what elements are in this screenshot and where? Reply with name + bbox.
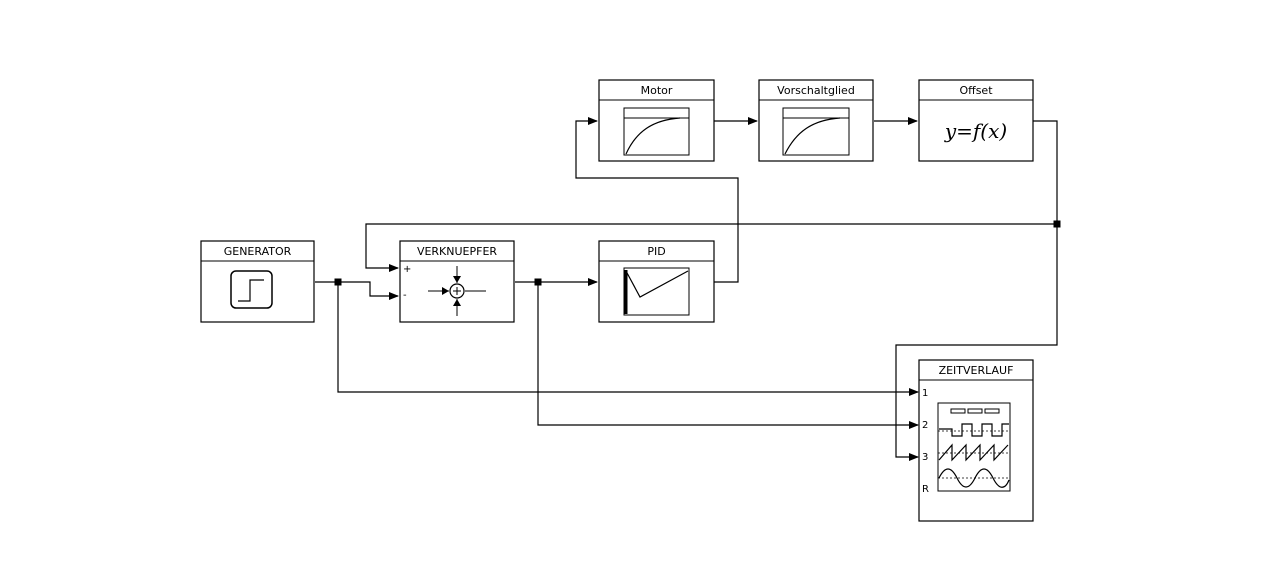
- verknuepfer-minus-label: -: [403, 290, 407, 301]
- junction-dot: [334, 278, 342, 286]
- wire-generator-to-verknuepfer-minus: [315, 281, 399, 300]
- summation-icon: [428, 266, 486, 316]
- zeitverlauf-block[interactable]: ZEITVERLAUF 1 2 3 R: [918, 359, 1034, 522]
- vorschaltglied-block[interactable]: Vorschaltglied: [758, 79, 874, 162]
- vorschaltglied-title: Vorschaltglied: [777, 84, 855, 97]
- zeitverlauf-title: ZEITVERLAUF: [939, 364, 1014, 377]
- scope-port-3: 3: [922, 452, 928, 463]
- pt1-response-icon: [782, 107, 850, 156]
- step-signal-icon: [230, 270, 273, 309]
- scope-port-r: R: [922, 484, 929, 495]
- junction-dot: [1053, 220, 1061, 228]
- verknuepfer-plus-label: +: [403, 264, 411, 275]
- pid-response-icon: [623, 267, 690, 316]
- verknuepfer-block[interactable]: VERKNUEPFER + -: [399, 240, 515, 323]
- offset-formula: y=f(x): [944, 119, 1007, 143]
- junction-dot: [534, 278, 542, 286]
- generator-block[interactable]: GENERATOR: [200, 240, 315, 323]
- wire-offset-output: [895, 120, 1058, 461]
- scope-port-2: 2: [922, 420, 928, 431]
- wire-pid-to-motor: [575, 117, 739, 283]
- motor-block[interactable]: Motor: [598, 79, 715, 162]
- wire-error-to-scope-2: [537, 282, 919, 429]
- pt1-response-icon: [623, 107, 690, 156]
- offset-block[interactable]: Offset y=f(x): [918, 79, 1034, 162]
- scope-port-1: 1: [922, 388, 928, 399]
- oscilloscope-icon: [937, 402, 1011, 492]
- verknuepfer-title: VERKNUEPFER: [417, 245, 497, 258]
- wire-generator-to-scope-1: [337, 282, 919, 396]
- wire-feedback-to-verknuepfer-plus: [365, 223, 1057, 272]
- motor-title: Motor: [641, 84, 673, 97]
- generator-title: GENERATOR: [224, 245, 292, 258]
- offset-title: Offset: [959, 84, 993, 97]
- pid-block[interactable]: PID: [598, 240, 715, 323]
- pid-title: PID: [647, 245, 665, 258]
- connection-wires: [315, 117, 1061, 461]
